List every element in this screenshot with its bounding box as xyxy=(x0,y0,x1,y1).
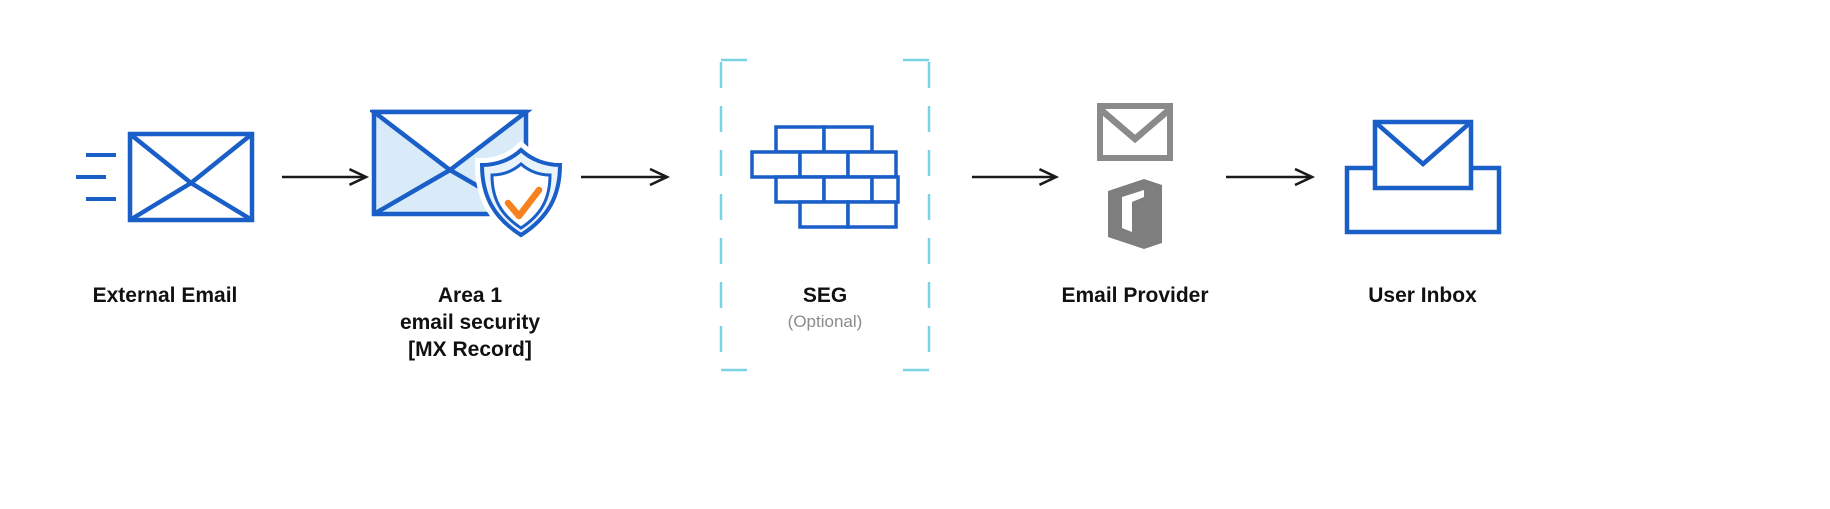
flow-arrow-4 xyxy=(1210,72,1330,282)
office-icon xyxy=(1108,179,1162,249)
area1-label: Area 1 email security [MX Record] xyxy=(400,282,540,363)
arrow-right-icon xyxy=(971,168,1060,186)
provider-icon-stack xyxy=(1097,103,1173,251)
envelope-shield-check-icon xyxy=(370,109,568,244)
seg-optional-label: (Optional) xyxy=(787,312,863,331)
email-provider-icon-box xyxy=(1060,72,1210,282)
email-provider-label: Email Provider xyxy=(1061,284,1209,307)
node-seg: SEG (Optional) xyxy=(680,58,970,372)
user-inbox-label: User Inbox xyxy=(1368,284,1477,307)
arrow-right-icon xyxy=(1226,167,1316,187)
arrow-right-icon xyxy=(281,168,370,186)
area1-label-line1: Area 1 xyxy=(437,284,503,307)
flow-arrow-2 xyxy=(570,72,680,282)
user-inbox-icon-box xyxy=(1330,72,1515,282)
flow-arrow-1 xyxy=(280,72,370,282)
node-area1-email-security: Area 1 email security [MX Record] xyxy=(370,72,570,363)
gmail-icon xyxy=(1097,103,1173,161)
area1-label-line3: [MX Record] xyxy=(408,338,532,361)
seg-icon-box xyxy=(680,72,970,282)
firewall-brick-wall-icon xyxy=(750,125,900,229)
envelope-speed-lines-icon xyxy=(76,131,255,223)
node-external-email: External Email xyxy=(50,72,280,309)
flow-arrow-3 xyxy=(970,72,1060,282)
external-email-icon-box xyxy=(50,72,280,282)
area1-label-line2: email security xyxy=(399,311,541,334)
inbox-tray-envelope-icon xyxy=(1344,119,1501,235)
arrow-right-icon xyxy=(581,167,671,187)
external-email-label: External Email xyxy=(92,284,238,307)
node-email-provider: Email Provider xyxy=(1060,72,1210,309)
node-user-inbox: User Inbox xyxy=(1330,72,1515,309)
seg-label: SEG xyxy=(802,284,848,307)
area1-icon-box xyxy=(370,72,570,282)
